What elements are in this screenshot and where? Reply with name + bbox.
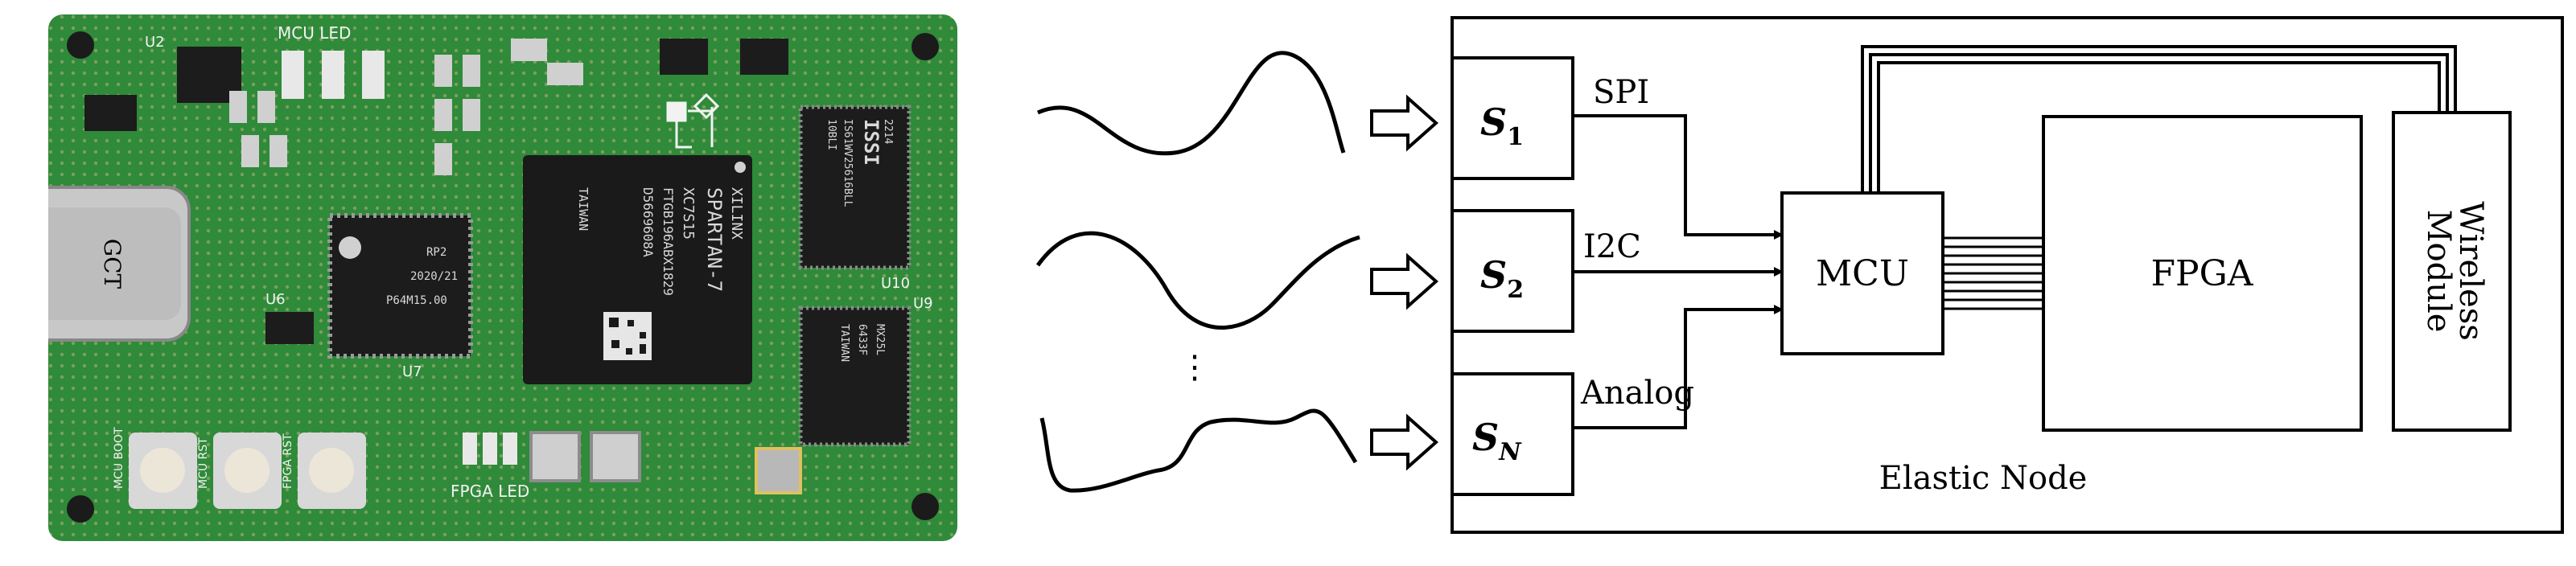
- led: [362, 51, 385, 99]
- wireless-label-line1: Wireless: [2452, 201, 2489, 341]
- mount-hole: [911, 493, 939, 520]
- flash-text: 6433F: [856, 324, 868, 355]
- ref-label: U2: [145, 34, 165, 51]
- button-label: MCU BOOT: [113, 427, 126, 489]
- mcu-label: MCU: [1816, 253, 1909, 294]
- fpga-code: FTGB196ABX1829: [660, 187, 676, 296]
- fpga-block: [2042, 115, 2363, 432]
- block-diagram-svg: ⋮ Elastic Node S1 S2 SN SPI I2C Analog M…: [1035, 16, 2564, 534]
- ref-label: U6: [265, 291, 286, 308]
- fpga-model: SPARTAN-7: [703, 187, 726, 292]
- small-ic: [84, 95, 137, 131]
- flash-chip: MX25L 6433F TAIWAN: [798, 306, 911, 447]
- push-buttons: [129, 433, 366, 509]
- connector-label: GCT: [99, 239, 126, 289]
- button-label: FPGA RST: [282, 433, 294, 489]
- test-pad: [755, 447, 802, 494]
- sensor-box-2: [1451, 209, 1574, 333]
- ref-label: U7: [402, 363, 422, 380]
- mcu-block: [1780, 191, 1944, 355]
- flash-text: TAIWAN: [838, 324, 850, 362]
- bus-label-i2c: I2C: [1583, 228, 1641, 265]
- input-arrow-1: [1370, 94, 1439, 152]
- mcu-chip-text: P64M15.00: [386, 294, 447, 307]
- fpga-origin: TAIWAN: [576, 187, 591, 231]
- bus-label-spi: SPI: [1593, 74, 1649, 111]
- fpga-chip: XILINX SPARTAN-7 XC7S15 FTGB196ABX1829 D…: [523, 155, 752, 384]
- crystal: [529, 431, 581, 482]
- mcu-chip: RP2 2020/21 P64M15.00: [327, 213, 473, 359]
- memory-brand: ISSI: [860, 119, 883, 166]
- mcu-wireless-link: [1861, 45, 2457, 193]
- spi-connection: [1573, 114, 1784, 240]
- mcu-led-label: MCU LED: [278, 23, 351, 43]
- memory-chip: ISSI IS61WV25616BLL 10BLI 2214: [798, 105, 911, 270]
- pcb-board-svg: GCT U2 MCU LED RP2 2020/21 P64M15.00 U7: [48, 14, 957, 541]
- pcb-board-image: GCT U2 MCU LED RP2 2020/21 P64M15.00 U7: [48, 14, 957, 541]
- fpga-code: D5669608A: [640, 187, 656, 257]
- wireless-label-line2: Module: [2420, 210, 2457, 333]
- bus-label-analog: Analog: [1580, 375, 1694, 412]
- small-ic: [265, 312, 314, 344]
- sensor-box-n: [1451, 372, 1574, 496]
- mcu-fpga-bus: [1943, 236, 2043, 310]
- sensor-box-1: [1451, 56, 1574, 180]
- memory-text: IS61WV25616BLL: [842, 119, 854, 207]
- memory-text: 2214: [882, 119, 894, 144]
- mount-hole: [911, 33, 939, 60]
- silkscreen-symbol: [666, 92, 720, 149]
- ref-label: U9: [913, 295, 933, 312]
- ref-label: U10: [881, 275, 910, 292]
- flash-text: MX25L: [874, 324, 886, 355]
- passive-components: [229, 39, 583, 175]
- fpga-part: XC7S15: [680, 187, 697, 240]
- sensor-box-n-label: SN: [1472, 416, 1522, 466]
- signal-waveform-2: [1035, 231, 1360, 330]
- mount-hole: [67, 31, 94, 59]
- usb-c-connector: GCT: [48, 186, 191, 342]
- crystal: [590, 431, 641, 482]
- sensor-box-1-label: S1: [1480, 100, 1524, 151]
- wireless-module-block: [2392, 111, 2512, 432]
- memory-text: 10BLI: [825, 119, 837, 150]
- small-ic: [740, 39, 788, 75]
- block-diagram: ⋮ Elastic Node S1 S2 SN SPI I2C Analog M…: [998, 0, 2576, 566]
- mcu-chip-text: RP2: [426, 246, 446, 259]
- led: [322, 51, 344, 99]
- led: [282, 51, 304, 99]
- elastic-node-label: Elastic Node: [1879, 460, 2088, 497]
- fpga-led-label: FPGA LED: [451, 482, 529, 501]
- mcu-chip-text: 2020/21: [410, 270, 458, 283]
- analog-connection: [1573, 305, 1784, 429]
- sensor-ellipsis: ⋮: [1179, 349, 1211, 386]
- fpga-label: FPGA: [2150, 253, 2253, 294]
- sensor-box-2-label: S2: [1480, 253, 1524, 304]
- signal-waveform-3: [1039, 408, 1358, 493]
- input-arrow-3: [1370, 413, 1439, 471]
- fpga-leds: [463, 433, 517, 465]
- input-arrow-2: [1370, 252, 1439, 310]
- fpga-brand: XILINX: [728, 187, 745, 240]
- button-label: MCU RST: [197, 437, 210, 489]
- qr-code-mark: [603, 312, 652, 360]
- signal-waveform-1: [1037, 51, 1346, 156]
- small-ic: [660, 39, 708, 75]
- mount-hole: [67, 495, 94, 523]
